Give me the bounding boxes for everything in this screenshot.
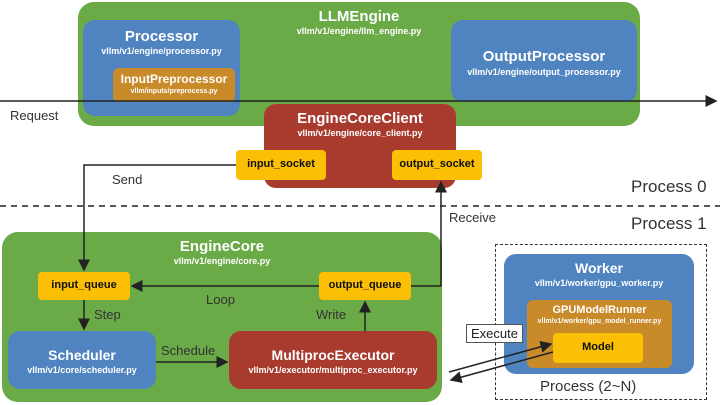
loop-label: Loop — [206, 292, 235, 307]
llm-engine-title: LLMEngine — [318, 8, 400, 25]
execute-arrow-out — [448, 340, 553, 373]
schedule-label: Schedule — [161, 343, 216, 358]
processor-path: vllm/v1/engine/processor.py — [101, 46, 222, 56]
scheduler-title: Scheduler — [48, 347, 116, 363]
input-queue-label: input_queue — [51, 279, 117, 291]
input-socket-label: input_socket — [247, 158, 315, 170]
send-arrow — [78, 164, 236, 272]
write-label: Write — [316, 307, 347, 322]
request-label: Request — [10, 108, 59, 123]
input-socket-box: input_socket — [236, 150, 326, 180]
process-2n-frame — [495, 244, 707, 400]
worker-path: vllm/v1/worker/gpu_worker.py — [534, 278, 664, 288]
model-box: Model — [553, 333, 643, 363]
output-socket-box: output_socket — [392, 150, 482, 180]
output-processor-box: OutputProcessor vllm/v1/engine/output_pr… — [451, 20, 637, 102]
process-0-label: Process 0 — [631, 177, 707, 196]
output-queue-box: output_queue — [319, 272, 411, 300]
input-preprocessor-box: InputPreprocessor vllm/inputs/preprocess… — [113, 68, 235, 102]
scheduler-path: vllm/v1/core/scheduler.py — [27, 365, 137, 375]
multiproc-executor-box: MultiprocExecutor vllm/v1/executor/multi… — [229, 331, 437, 389]
engine-core-client-title: EngineCoreClient — [297, 110, 423, 127]
scheduler-box: Scheduler vllm/v1/core/scheduler.py — [8, 331, 156, 389]
multiproc-executor-path: vllm/v1/executor/multiproc_executor.py — [248, 365, 418, 375]
receive-arrow — [411, 180, 447, 287]
execute-label: Execute — [466, 324, 523, 343]
model-label: Model — [582, 341, 614, 353]
process-2n-label: Process (2~N) — [540, 378, 637, 395]
gpu-model-runner-path: vllm/v1/worker/gpu_model_runner.py — [537, 318, 662, 325]
execute-arrow-back — [449, 351, 554, 384]
llm-engine-path: vllm/v1/engine/llm_engine.py — [296, 26, 422, 36]
gpu-model-runner-title: GPUModelRunner — [552, 304, 647, 316]
output-processor-title: OutputProcessor — [482, 48, 606, 65]
input-queue-box: input_queue — [38, 272, 130, 300]
step-label: Step — [94, 307, 121, 322]
worker-title: Worker — [575, 260, 623, 276]
engine-core-client-path: vllm/v1/engine/core_client.py — [297, 128, 423, 138]
send-label: Send — [112, 172, 143, 187]
engine-core-path: vllm/v1/engine/core.py — [173, 256, 271, 266]
process-1-label: Process 1 — [631, 214, 707, 233]
engine-core-title: EngineCore — [179, 238, 265, 255]
output-queue-label: output_queue — [328, 279, 402, 291]
multiproc-executor-title: MultiprocExecutor — [271, 347, 395, 363]
receive-label: Receive — [449, 210, 496, 225]
output-socket-label: output_socket — [399, 158, 475, 170]
output-processor-path: vllm/v1/engine/output_processor.py — [467, 67, 621, 77]
processor-title: Processor — [124, 28, 199, 45]
input-preprocessor-path: vllm/inputs/preprocess.py — [130, 88, 218, 95]
input-preprocessor-title: InputPreprocessor — [120, 72, 228, 86]
